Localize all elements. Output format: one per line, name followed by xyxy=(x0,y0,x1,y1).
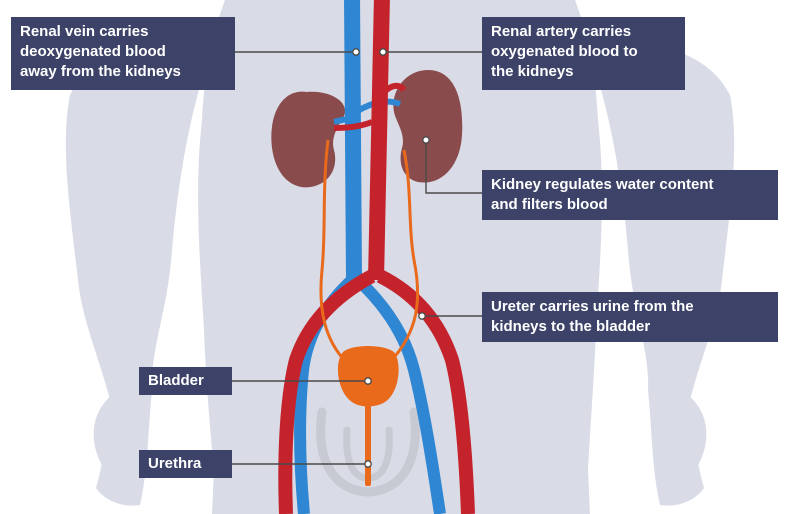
bladder-shape xyxy=(337,346,399,407)
leader-renal-vein-dot xyxy=(352,48,360,56)
urinary-tract xyxy=(319,139,420,486)
leader-bladder-dot xyxy=(364,377,372,385)
leader-renal-artery-dot xyxy=(379,48,387,56)
leader-kidney-dot xyxy=(422,136,430,144)
left-arm xyxy=(65,41,213,506)
bladder-label: Bladder xyxy=(139,367,232,395)
urethra-label: Urethra xyxy=(139,450,232,478)
right-hand xyxy=(671,395,707,480)
right-kidney xyxy=(393,70,463,183)
aorta xyxy=(368,0,390,281)
right-iliac-vein xyxy=(351,273,446,514)
renal-artery-label: Renal artery carries oxygenated blood to… xyxy=(482,17,685,90)
urethra-tube xyxy=(365,404,371,486)
left-renal-artery xyxy=(333,119,374,131)
left-renal-vein xyxy=(333,115,355,125)
left-hand xyxy=(93,395,129,480)
right-renal-artery xyxy=(375,82,407,100)
right-arm xyxy=(588,41,735,506)
leader-kidney xyxy=(425,140,482,194)
renal-vein-label: Renal vein carries deoxygenated blood aw… xyxy=(11,17,235,90)
left-iliac-artery xyxy=(278,269,376,514)
right-ureter xyxy=(388,149,420,364)
leader-lines xyxy=(232,48,482,468)
inferior-vena-cava xyxy=(344,0,362,281)
right-iliac-artery xyxy=(376,269,475,514)
left-ureter xyxy=(319,139,348,364)
leader-ureter-dot xyxy=(418,312,426,320)
kidney-label: Kidney regulates water content and filte… xyxy=(482,170,778,220)
ureter-label: Ureter carries urine from the kidneys to… xyxy=(482,292,778,342)
arteries xyxy=(278,0,475,514)
leader-urethra-dot xyxy=(364,460,372,468)
pelvis-outer-curve xyxy=(316,407,420,497)
